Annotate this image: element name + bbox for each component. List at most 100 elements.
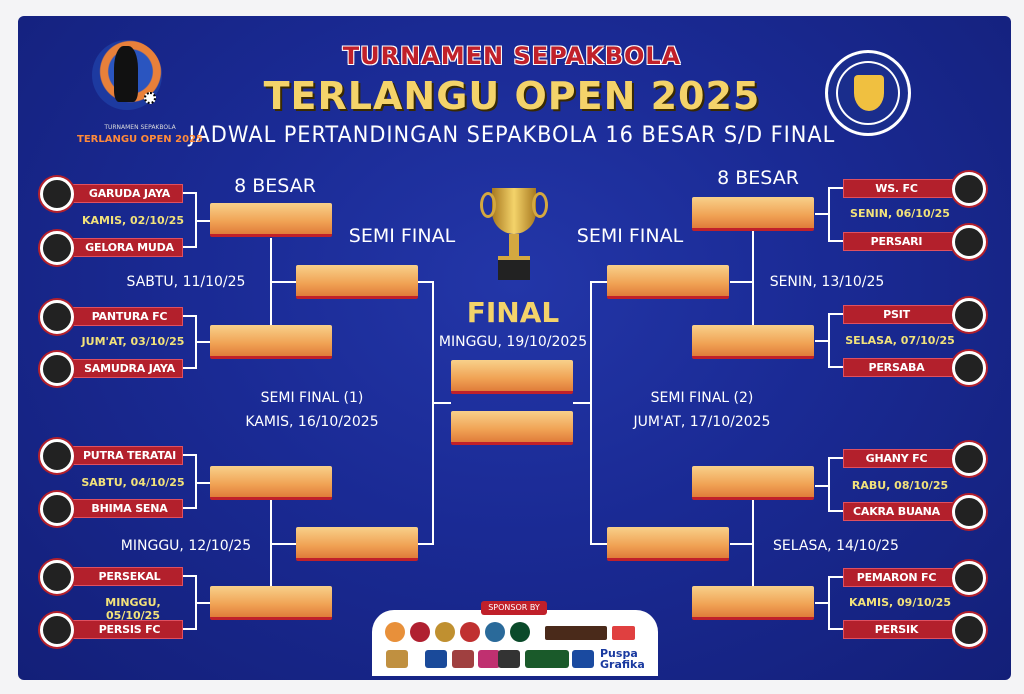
quarterfinal-slot xyxy=(692,586,814,620)
team-crest-icon xyxy=(40,300,74,334)
team-name: PEMARON FC xyxy=(843,568,958,587)
final-slot-1 xyxy=(451,360,573,394)
round-label-semi-final: SEMI FINAL xyxy=(576,225,684,247)
team-crest-icon xyxy=(952,172,986,206)
match-date: SELASA, 07/10/25 xyxy=(845,334,955,347)
sponsor-logo xyxy=(478,650,500,668)
match-date: RABU, 08/10/25 xyxy=(851,479,949,492)
sponsor-logo xyxy=(498,650,520,668)
team-crest-icon xyxy=(40,492,74,526)
sponsor-logo xyxy=(460,622,480,642)
team-crest-icon xyxy=(40,560,74,594)
semifinal-date: KAMIS, 16/10/2025 xyxy=(245,414,379,430)
sponsor-logo xyxy=(410,622,430,642)
match-date: KAMIS, 09/10/25 xyxy=(849,596,951,609)
team-name: GARUDA JAYA xyxy=(68,184,183,203)
quarterfinal-date: SABTU, 11/10/25 xyxy=(126,274,246,290)
semifinal-title: SEMI FINAL (2) xyxy=(650,390,754,406)
team-name: GELORA MUDA xyxy=(68,238,183,257)
shield-icon xyxy=(854,75,884,111)
sponsor-label: SPONSOR BY xyxy=(481,601,547,615)
final-label: FINAL xyxy=(466,296,560,329)
team-left-3-home: PERSEKAL xyxy=(40,560,183,594)
team-left-2-home: PUTRA TERATAI xyxy=(40,439,183,473)
team-crest-icon xyxy=(40,439,74,473)
match-date: KAMIS, 02/10/25 xyxy=(82,214,184,227)
match-date: MINGGU, 05/10/25 xyxy=(105,596,161,622)
quarterfinal-date: MINGGU, 12/10/25 xyxy=(120,538,252,554)
team-right-3-home: PEMARON FC xyxy=(843,561,986,595)
team-right-1-away: PERSABA xyxy=(843,351,986,385)
semifinal-slot xyxy=(607,265,729,299)
ball-icon xyxy=(144,92,156,104)
team-right-1-home: PSIT xyxy=(843,298,986,332)
team-name: CAKRA BUANA xyxy=(843,502,958,521)
quarterfinal-slot xyxy=(210,586,332,620)
team-crest-icon xyxy=(40,231,74,265)
sponsor-puspa-grafika: Puspa Grafika xyxy=(600,647,645,671)
team-name: GHANY FC xyxy=(843,449,958,468)
player-silhouette-icon xyxy=(114,46,138,102)
header-title: TERLANGU OPEN 2025 xyxy=(263,74,761,118)
team-right-2-home: GHANY FC xyxy=(843,442,986,476)
team-left-1-away: SAMUDRA JAYA xyxy=(40,352,183,386)
pssi-logo xyxy=(825,50,911,136)
team-crest-icon xyxy=(40,613,74,647)
trophy-icon xyxy=(478,186,550,296)
team-crest-icon xyxy=(952,298,986,332)
team-left-1-home: PANTURA FC xyxy=(40,300,183,334)
header-subtitle-top: TURNAMEN SEPAKBOLA xyxy=(342,42,682,70)
semifinal-title: SEMI FINAL (1) xyxy=(260,390,364,406)
team-left-2-away: BHIMA SENA xyxy=(40,492,183,526)
team-crest-icon xyxy=(952,225,986,259)
team-name: PERSARI xyxy=(843,232,958,251)
final-slot-2 xyxy=(451,411,573,445)
logo-small-text: TURNAMEN SEPAKBOLA xyxy=(104,124,176,131)
quarterfinal-slot xyxy=(210,466,332,500)
team-name: PERSIK xyxy=(843,620,958,639)
team-name: PERSIS FC xyxy=(68,620,183,639)
final-date: MINGGU, 19/10/2025 xyxy=(438,334,588,350)
semifinal-date: JUM'AT, 17/10/2025 xyxy=(633,414,771,430)
team-left-0-home: GARUDA JAYA xyxy=(40,177,183,211)
sponsor-logo xyxy=(525,650,569,668)
quarterfinal-slot xyxy=(210,325,332,359)
sponsor-logo xyxy=(452,650,474,668)
team-name: SAMUDRA JAYA xyxy=(68,359,183,378)
team-name: PUTRA TERATAI xyxy=(68,446,183,465)
sponsor-logo xyxy=(386,650,408,668)
team-name: PANTURA FC xyxy=(68,307,183,326)
team-right-0-home: WS. FC xyxy=(843,172,986,206)
sponsor-logo xyxy=(510,622,530,642)
semifinal-slot xyxy=(296,265,418,299)
team-name: WS. FC xyxy=(843,179,958,198)
team-crest-icon xyxy=(40,177,74,211)
quarterfinal-date: SELASA, 14/10/25 xyxy=(773,538,899,554)
round-label-8-besar: 8 BESAR xyxy=(234,175,316,197)
team-name: PERSABA xyxy=(843,358,958,377)
match-date: SENIN, 06/10/25 xyxy=(850,207,950,220)
team-left-3-away: PERSIS FC xyxy=(40,613,183,647)
team-name: PSIT xyxy=(843,305,958,324)
team-right-2-away: CAKRA BUANA xyxy=(843,495,986,529)
quarterfinal-slot xyxy=(692,197,814,231)
team-name: BHIMA SENA xyxy=(68,499,183,518)
team-crest-icon xyxy=(952,561,986,595)
team-left-0-away: GELORA MUDA xyxy=(40,231,183,265)
quarterfinal-date: SENIN, 13/10/25 xyxy=(769,274,885,290)
sponsor-logo xyxy=(435,622,455,642)
quarterfinal-slot xyxy=(692,325,814,359)
semifinal-slot xyxy=(607,527,729,561)
quarterfinal-slot xyxy=(692,466,814,500)
team-crest-icon xyxy=(952,495,986,529)
match-date: SABTU, 04/10/25 xyxy=(81,476,185,489)
team-crest-icon xyxy=(952,442,986,476)
quarterfinal-slot xyxy=(210,203,332,237)
team-crest-icon xyxy=(40,352,74,386)
header-subtitle: JADWAL PERTANDINGAN SEPAKBOLA 16 BESAR S… xyxy=(188,123,836,148)
team-crest-icon xyxy=(952,351,986,385)
sponsor-logo xyxy=(572,650,594,668)
sponsor-logo xyxy=(385,622,405,642)
sponsor-logo xyxy=(545,626,607,640)
